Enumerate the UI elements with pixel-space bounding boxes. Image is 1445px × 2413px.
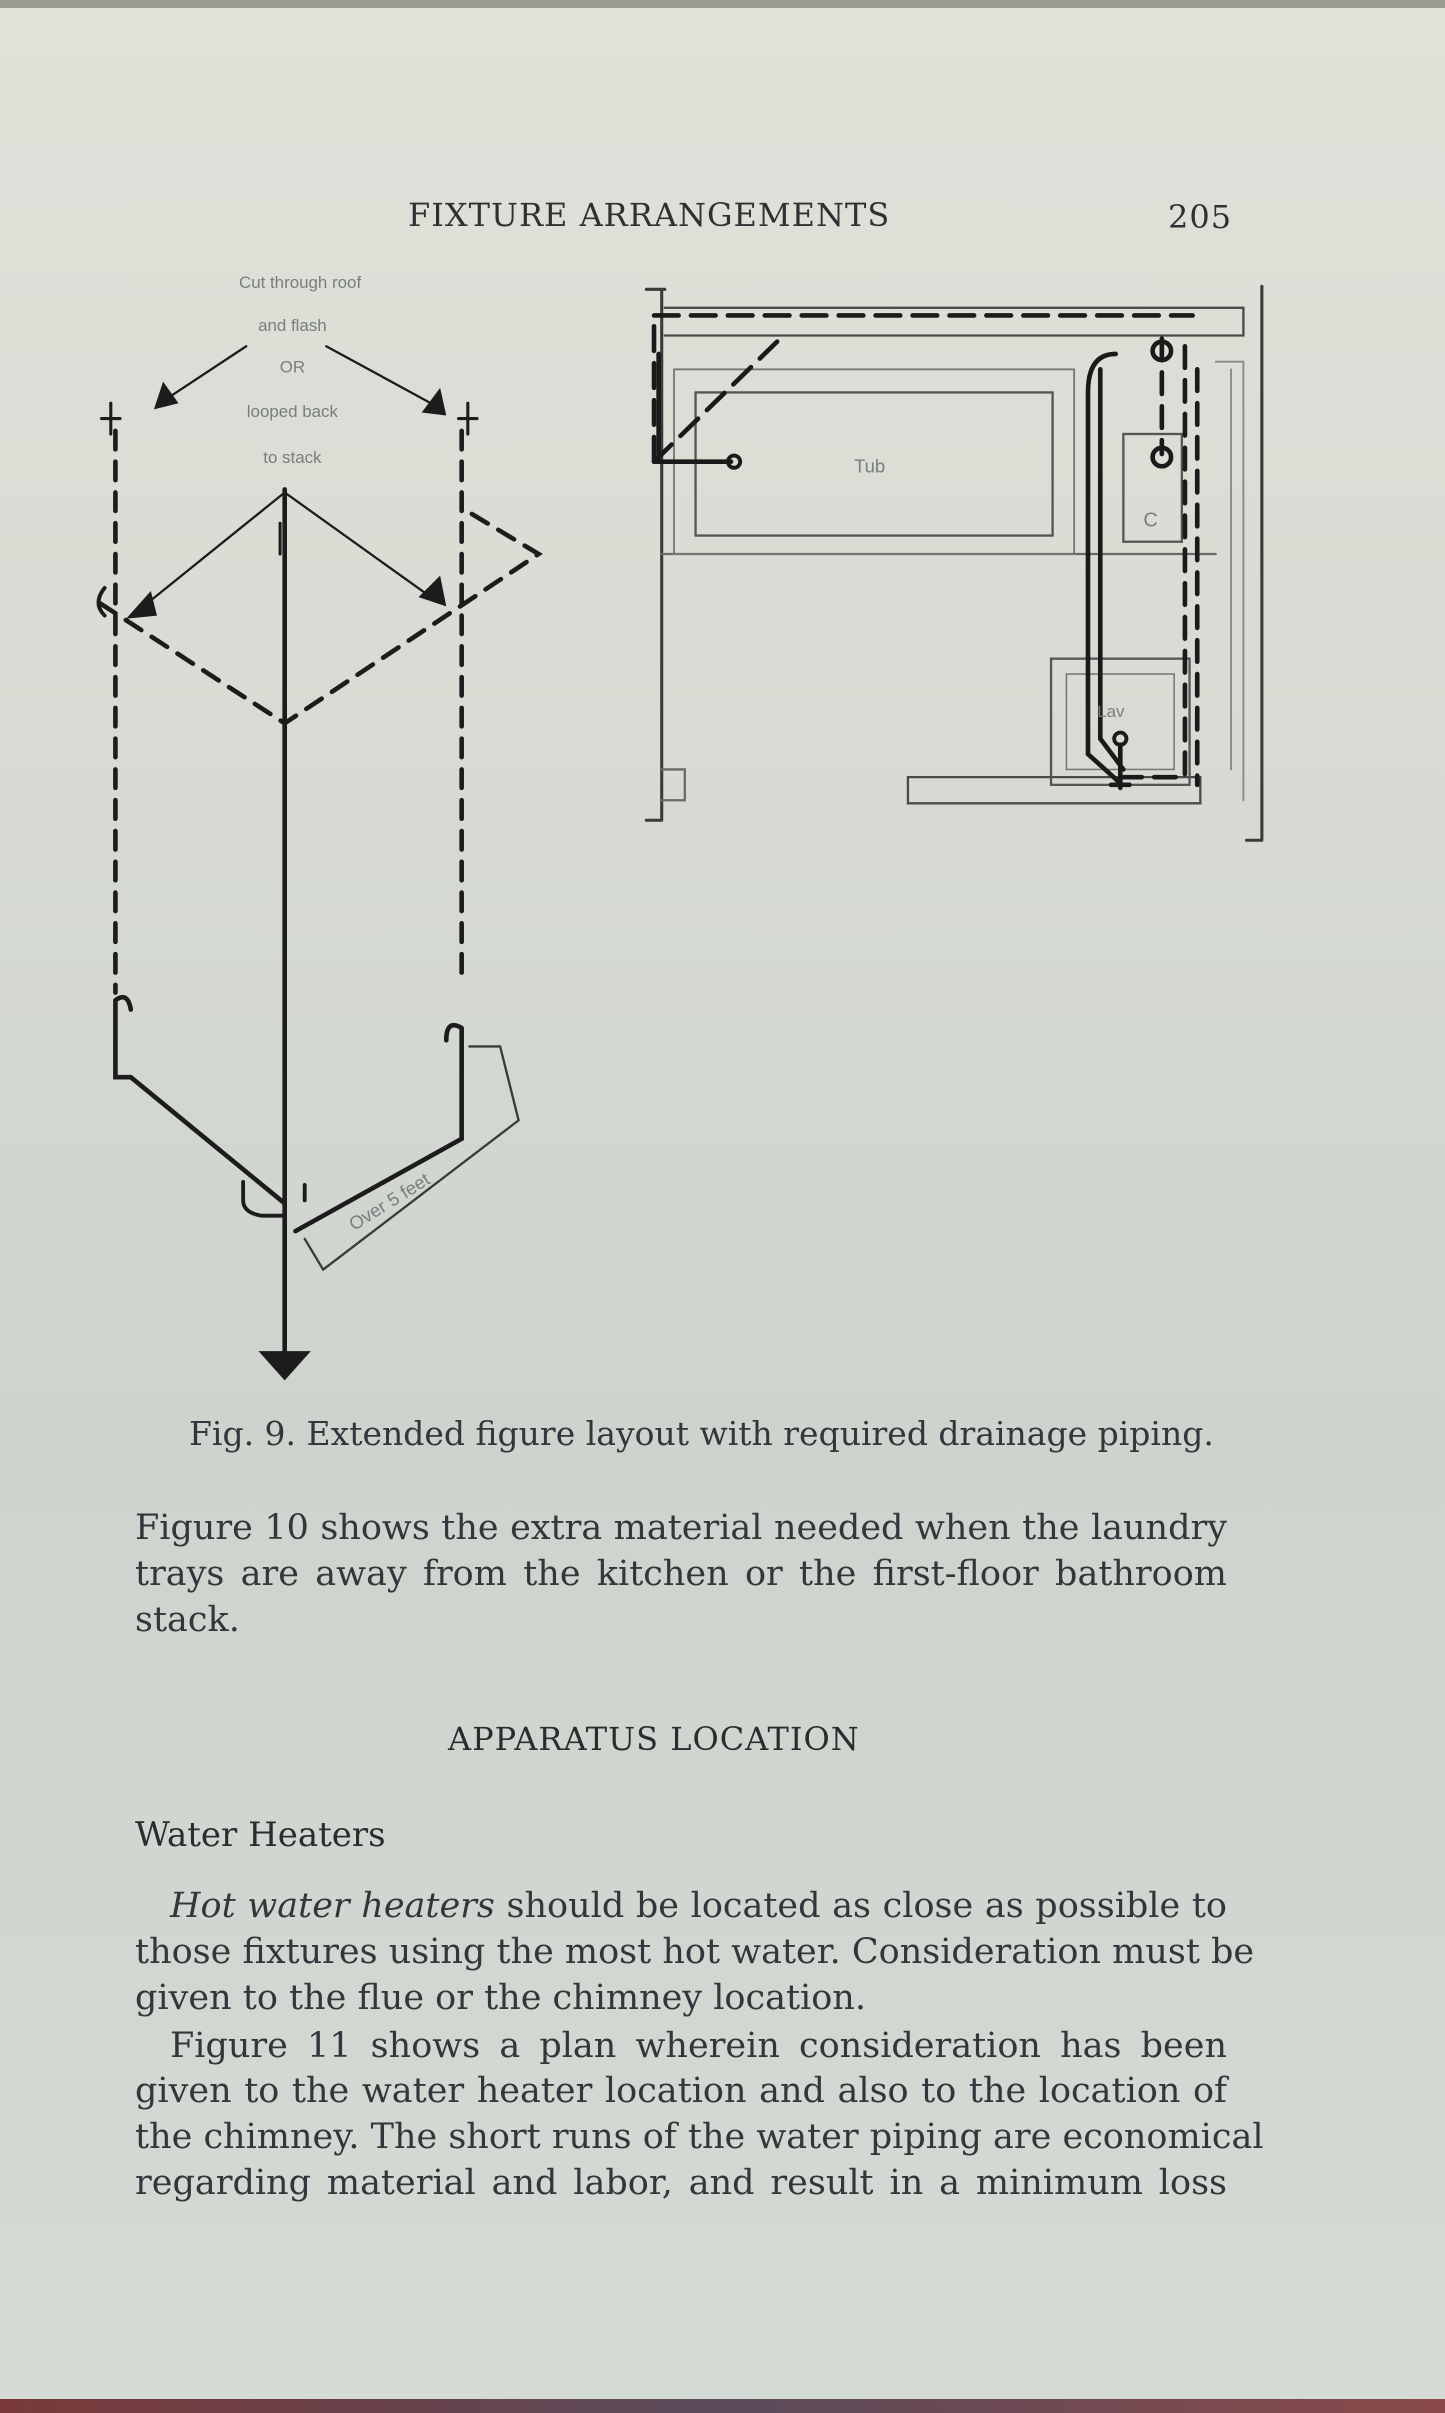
figure-caption: Fig. 9. Extended figure layout with requ… xyxy=(189,1414,1214,1453)
paragraph-line: Hot water heaters should be located as c… xyxy=(170,1886,1227,1926)
page-bottom-edge xyxy=(0,2399,1445,2413)
water-closet xyxy=(1122,432,1184,543)
label-looped-back: looped back xyxy=(247,402,339,421)
arrow-icon xyxy=(153,381,179,410)
subheading: Water Heaters xyxy=(135,1815,386,1855)
label-or: OR xyxy=(280,357,305,376)
paragraph-line: Figure 10 shows the extra material neede… xyxy=(135,1508,1227,1548)
paragraph-line: those fixtures using the most hot water.… xyxy=(135,1932,1255,1972)
label-closet: C xyxy=(1143,509,1157,531)
arrow-icon xyxy=(421,387,447,416)
label-tub: Tub xyxy=(854,455,885,476)
stack-arrow-icon xyxy=(258,1351,311,1381)
label-to-stack: to stack xyxy=(263,448,322,467)
label-lav: Lav xyxy=(1097,702,1125,721)
loop-vent-dashed xyxy=(97,510,543,727)
running-title: FIXTURE ARRANGEMENTS xyxy=(408,196,891,234)
paragraph-line: trays are away from the kitchen or the f… xyxy=(135,1554,1227,1594)
paragraph-line: stack. xyxy=(135,1600,240,1640)
left-drainage-diagram xyxy=(96,345,543,1381)
label-cut-through-roof: Cut through roof xyxy=(239,273,361,292)
distance-bracket xyxy=(303,1045,520,1272)
arrow-icon xyxy=(126,590,157,619)
page-number: 205 xyxy=(1168,198,1233,236)
left-fixture-drain xyxy=(113,994,287,1206)
right-fixture-drain xyxy=(293,1022,464,1234)
section-heading: APPARATUS LOCATION xyxy=(448,1720,860,1758)
paragraph-line: regarding material and labor, and result… xyxy=(135,2163,1227,2203)
arrow-icon xyxy=(418,575,447,607)
right-bathroom-plan xyxy=(644,284,1264,842)
paragraph-line: given to the flue or the chimney locatio… xyxy=(135,1978,866,2018)
label-and-flash: and flash xyxy=(258,316,327,335)
paragraph-line: Figure 11 shows a plan wherein considera… xyxy=(170,2026,1227,2066)
page-top-edge xyxy=(0,0,1445,8)
paragraph-line: given to the water heater location and a… xyxy=(135,2071,1227,2111)
paragraph-line: the chimney. The short runs of the water… xyxy=(135,2117,1264,2157)
italic-lead: Hot water heaters xyxy=(170,1886,495,1926)
